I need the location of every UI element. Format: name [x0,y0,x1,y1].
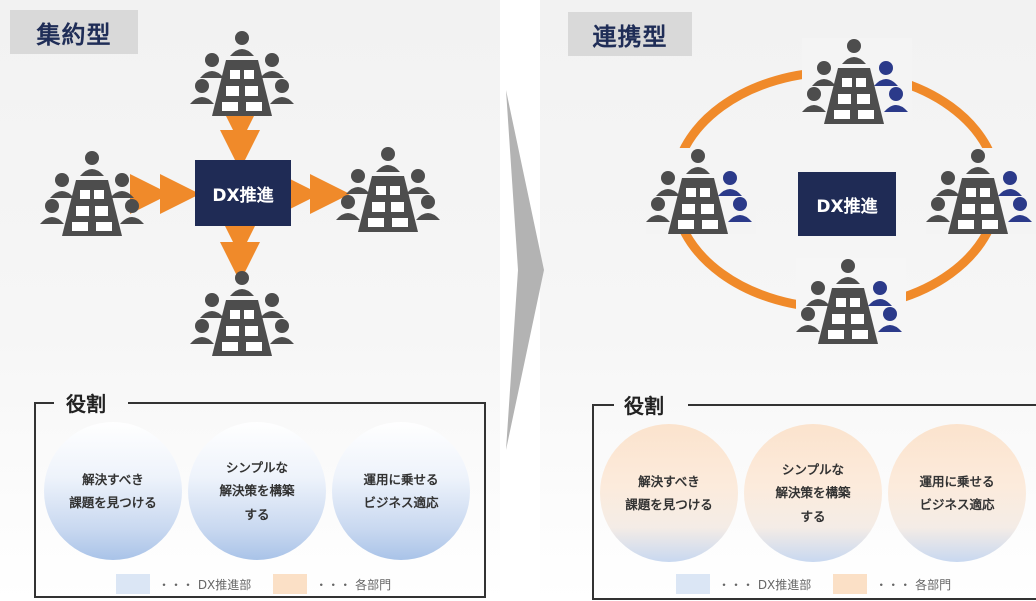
dx-member-person-icon [874,61,908,112]
dx-member-person-icon [998,171,1032,222]
meeting-table-group-icon [926,148,1036,234]
legend-label-dx: ・・・ DX推進部 [158,577,252,592]
meeting-table-group-icon [40,150,144,236]
legend-swatch-dept [833,574,868,594]
legend-label-dept: ・・・ 各部門 [315,577,392,592]
dx-member-person-icon [868,281,902,332]
left-type-tag: 集約型 [10,10,138,54]
right-roles-box [592,404,1036,600]
right-roles-top-line-a [592,404,614,406]
left-roles-top-line-b [128,402,486,404]
right-legend: ・・・ DX推進部 ・・・ 各部門 [676,574,973,594]
right-role-circle-1: 解決すべき課題を見つける [600,424,738,562]
left-roles-title: 役割 [66,392,106,416]
right-type-tag: 連携型 [568,12,692,56]
right-roles-top-line-b [688,404,1036,406]
meeting-table-group-icon [796,258,906,344]
right-chevron-arrow-icon [506,90,544,450]
legend-label-dept: ・・・ 各部門 [875,577,952,592]
meeting-table-group-icon [646,148,756,234]
left-legend: ・・・ DX推進部 ・・・ 各部門 [116,574,413,594]
left-roles-top-line-a [34,402,54,404]
meeting-table-group-icon [336,146,440,232]
dx-member-person-icon [718,171,752,222]
left-connector-arrows [130,104,350,282]
meeting-table-group-icon [190,270,294,356]
left-dx-center-box: DX推進 [195,160,291,226]
left-role-circle-1: 解決すべき課題を見つける [44,422,182,560]
right-role-circle-3: 運用に乗せるビジネス適応 [888,424,1026,562]
legend-swatch-dx [676,574,710,594]
right-roles-title: 役割 [624,394,664,418]
meeting-table-group-icon [802,38,912,124]
left-role-circle-3: 運用に乗せるビジネス適応 [332,422,470,560]
right-dx-center-box: DX推進 [798,172,896,236]
meeting-table-group-icon [190,30,294,116]
legend-swatch-dx [116,574,150,594]
legend-label-dx: ・・・ DX推進部 [718,577,812,592]
right-role-circle-2: シンプルな解決策を構築する [744,424,882,562]
left-role-circle-2: シンプルな解決策を構築する [188,422,326,560]
legend-swatch-dept [273,574,308,594]
left-roles-box [34,402,486,598]
